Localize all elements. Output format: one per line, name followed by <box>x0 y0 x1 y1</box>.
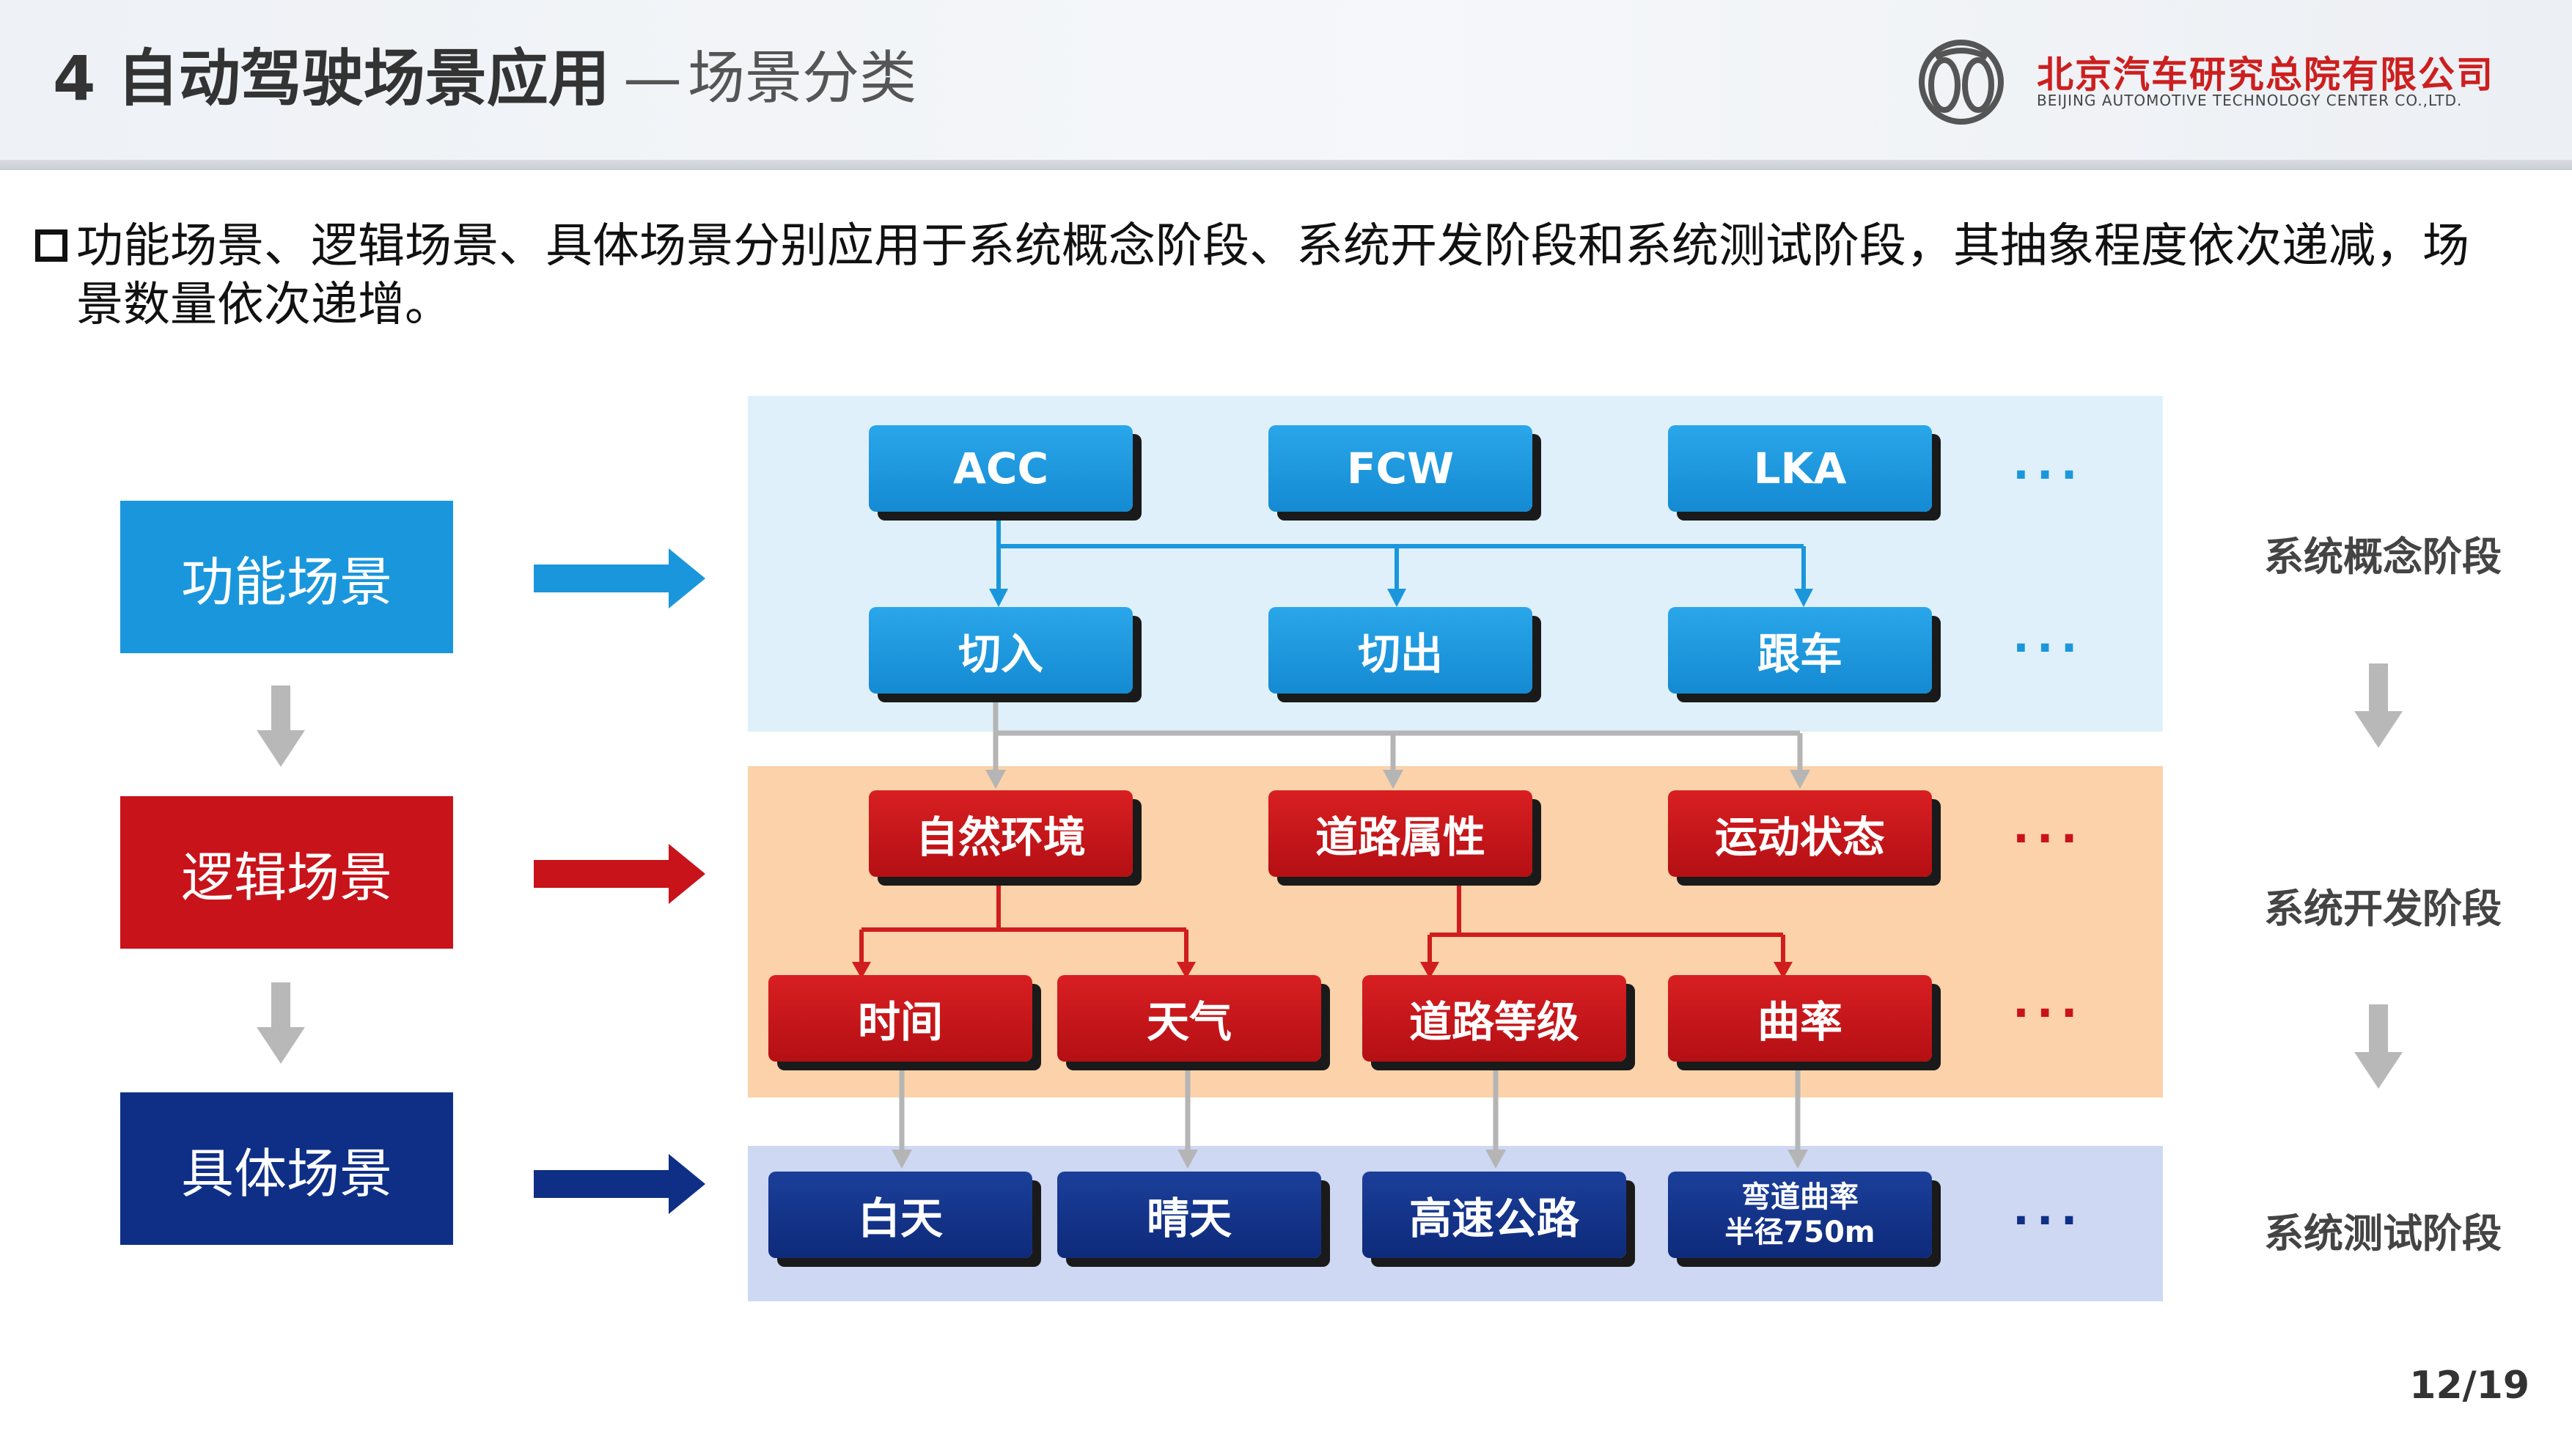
logical-connectors <box>859 876 1785 966</box>
company-logo-icon <box>1919 40 2004 125</box>
down-arrow-icon <box>257 685 305 767</box>
slide-header <box>0 0 2572 163</box>
node-natural-environment: 自然环境 <box>869 790 1133 877</box>
node-curvature: 曲率 <box>1668 975 1932 1062</box>
stage-testing: 系统测试阶段 <box>2264 1210 2502 1257</box>
curve-radius-line2: 半径750m <box>1724 1216 1875 1249</box>
category-logical-scenario: 逻辑场景 <box>120 796 453 949</box>
node-motion-state: 运动状态 <box>1668 790 1932 877</box>
intro-paragraph: 功能场景、逻辑场景、具体场景分别应用于系统概念阶段、系统开发阶段和系统测试阶段，… <box>76 219 2469 332</box>
company-name-cn: 北京汽车研究总院有限公司 <box>2037 54 2494 96</box>
down-arrow-icon <box>2354 663 2403 748</box>
node-curve-radius: 弯道曲率 半径750m <box>1668 1172 1932 1258</box>
category-concrete-scenario: 具体场景 <box>120 1092 453 1245</box>
ellipsis-concrete: ··· <box>2013 1195 2085 1246</box>
node-cut-out: 切出 <box>1268 607 1532 694</box>
stage-concept: 系统概念阶段 <box>2264 534 2502 580</box>
ellipsis-logical-params: ··· <box>2013 988 2085 1039</box>
functional-arrowheads <box>989 589 1813 607</box>
gray-connectors-upper <box>993 688 1803 776</box>
node-road-attributes: 道路属性 <box>1268 790 1532 877</box>
node-highway: 高速公路 <box>1362 1172 1626 1258</box>
company-name-en: BEIJING AUTOMOTIVE TECHNOLOGY CENTER CO.… <box>2037 92 2463 109</box>
node-daytime: 白天 <box>768 1172 1032 1258</box>
slide-subtitle: 场景分类 <box>688 45 917 111</box>
ellipsis-functions: ··· <box>2013 449 2085 501</box>
right-arrow-icon <box>534 548 705 608</box>
node-cut-in: 切入 <box>869 607 1133 694</box>
node-weather: 天气 <box>1057 975 1321 1062</box>
title-separator: — <box>623 44 682 112</box>
node-time: 时间 <box>768 975 1032 1062</box>
node-car-following: 跟车 <box>1668 607 1932 694</box>
down-arrow-icon <box>2354 1004 2403 1089</box>
header-divider <box>0 160 2572 170</box>
node-road-class: 道路等级 <box>1362 975 1626 1062</box>
slide-title: 4 自动驾驶场景应用 <box>53 43 610 114</box>
functional-connectors <box>996 510 1806 592</box>
node-lka: LKA <box>1668 425 1932 512</box>
page-number: 12/19 <box>2409 1364 2529 1408</box>
ellipsis-logical-groups: ··· <box>2013 813 2085 864</box>
stage-development: 系统开发阶段 <box>2264 886 2502 932</box>
node-fcw: FCW <box>1268 425 1532 512</box>
down-arrow-icon <box>257 982 305 1064</box>
category-functional-scenario: 功能场景 <box>120 501 453 653</box>
gray-connectors-lower <box>899 1062 1801 1155</box>
ellipsis-maneuvers: ··· <box>2013 622 2085 674</box>
node-acc: ACC <box>869 425 1133 512</box>
square-bullet-icon <box>35 229 67 262</box>
curve-radius-line1: 弯道曲率 <box>1741 1180 1859 1214</box>
right-arrow-icon <box>534 1154 705 1214</box>
node-sunny: 晴天 <box>1057 1172 1321 1258</box>
right-arrow-icon <box>534 844 705 904</box>
